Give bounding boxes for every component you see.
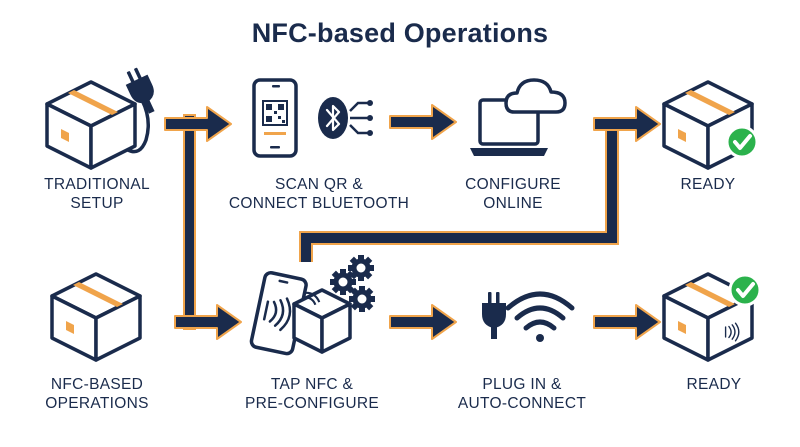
arrow-top-2: [389, 104, 457, 140]
label-scan-qr: SCAN QR &CONNECT BLUETOOTH: [228, 176, 410, 212]
label-tap-nfc: TAP NFC &PRE-CONFIGURE: [245, 376, 379, 412]
label-ready-bottom: READY: [686, 376, 742, 393]
nfc-box-small-icon: [292, 288, 352, 354]
arrow-top-1: [164, 106, 232, 142]
check-badge-nfc-icon: [728, 273, 762, 307]
power-plug-bottom-icon: [482, 292, 506, 339]
arrow-top-3: [593, 106, 661, 142]
wifi-icon: [505, 291, 575, 342]
check-badge-icon: [725, 125, 759, 159]
vertical-branch-line: [183, 114, 196, 330]
smartphone-qr-icon: [252, 78, 298, 158]
label-plug-in: PLUG IN &AUTO-CONNECT: [457, 376, 587, 412]
cloud-icon: [504, 78, 567, 114]
power-plug-icon: [121, 64, 163, 154]
diagram-title: NFC-based Operations: [251, 18, 549, 48]
label-ready-top: READY: [680, 176, 736, 193]
arrow-bottom-2: [389, 304, 457, 340]
bluetooth-icon: [318, 97, 373, 139]
arrow-bottom-3: [593, 304, 661, 340]
nfc-box-icon: [50, 272, 142, 362]
traditional-box-icon: [45, 80, 137, 170]
